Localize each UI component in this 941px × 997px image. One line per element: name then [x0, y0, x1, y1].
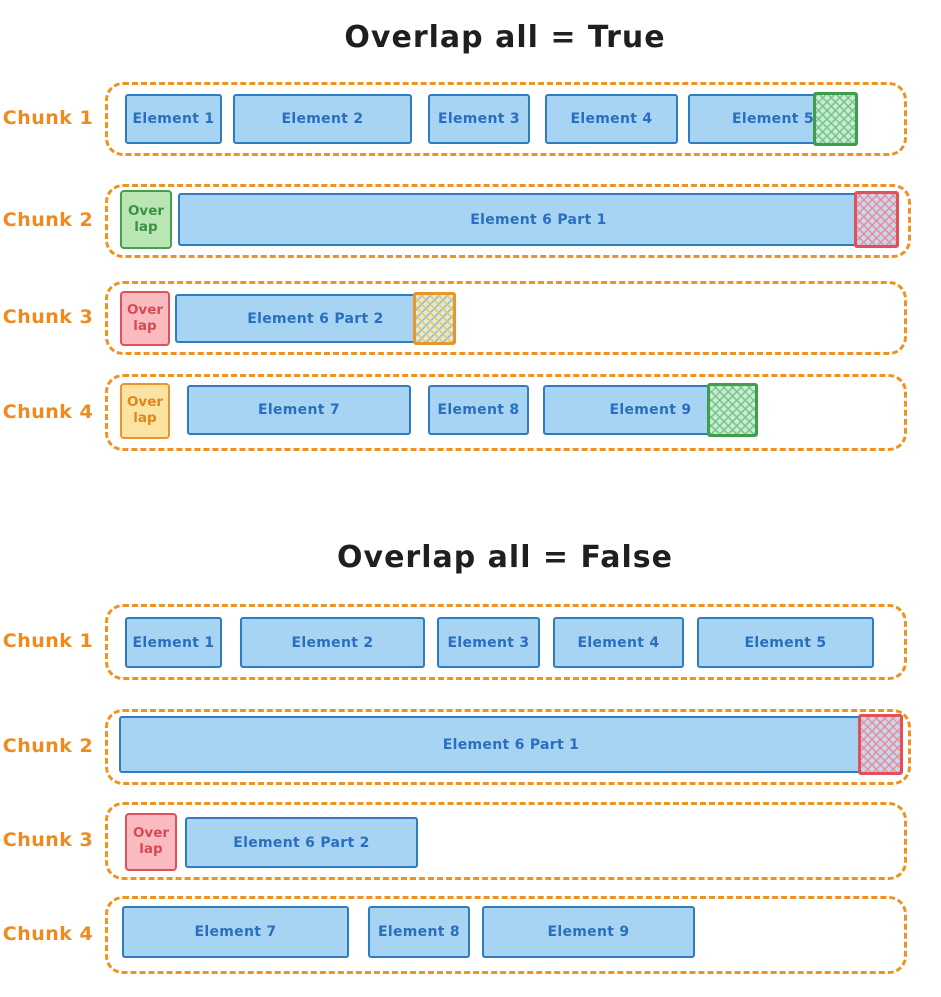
- chunk-box-true-2: [105, 184, 911, 258]
- overlap-hatch-orange: [413, 292, 456, 345]
- element-box: Element 1: [125, 617, 222, 668]
- section-title-overlap-true: Overlap all = True: [344, 20, 666, 55]
- element-label: Element 7: [258, 402, 340, 418]
- element-box: Element 6 Part 1: [119, 714, 903, 775]
- element-label: Element 2: [281, 111, 364, 127]
- element-box: Element 5: [688, 92, 858, 146]
- element-label: Element 4: [577, 634, 660, 651]
- element-label: Element 6 Part 1: [442, 736, 580, 753]
- element-box: Element 2: [233, 94, 412, 144]
- chunk-label-true-4: Chunk 4: [2, 400, 94, 423]
- element-label: Element 3: [438, 111, 520, 127]
- element-label: Element 5: [732, 111, 814, 127]
- element-box: Element 6 Part 1: [178, 191, 899, 248]
- element-box: Element 8: [428, 385, 529, 435]
- element-box: Element 2: [240, 617, 425, 668]
- element-box: Element 4: [545, 94, 678, 144]
- overlap-hatch-red: [858, 714, 903, 775]
- chunk-box-false-4: [105, 896, 907, 974]
- element-box: Element 7: [122, 906, 349, 958]
- element-label: Element 1: [132, 634, 215, 651]
- chunk-label-false-2: Chunk 2: [2, 735, 94, 757]
- element-box: Element 7: [187, 385, 411, 435]
- chunk-box-true-3: [105, 281, 907, 355]
- section-title-overlap-false: Overlap all = False: [337, 540, 673, 575]
- element-box: Element 9: [482, 906, 695, 958]
- chunk-label-true-1: Chunk 1: [2, 107, 94, 129]
- chunk-label-false-3: Chunk 3: [2, 829, 94, 851]
- chunk-box-true-1: [105, 82, 907, 156]
- element-label: Element 8: [378, 924, 460, 940]
- chunk-box-true-4: [105, 374, 907, 451]
- chunk-label-false-1: Chunk 1: [2, 630, 94, 652]
- element-label: Element 1: [132, 111, 215, 127]
- element-label: Element 5: [744, 634, 827, 651]
- element-label: Element 4: [570, 111, 653, 127]
- element-box: Element 4: [553, 617, 684, 668]
- element-box: Element 3: [437, 617, 540, 668]
- element-box: Element 9: [543, 383, 758, 437]
- element-label: Element 6 Part 2: [247, 310, 384, 327]
- element-label: Element 9: [547, 924, 630, 940]
- element-box: Element 8: [368, 906, 470, 958]
- overlap-box-red: Over lap: [120, 291, 170, 346]
- chunk-label-true-2: Chunk 2: [2, 209, 94, 231]
- element-label: Element 6 Part 2: [233, 834, 370, 851]
- overlap-hatch-green: [813, 92, 858, 146]
- element-box: Element 6 Part 2: [175, 292, 456, 345]
- element-label: Element 2: [291, 634, 374, 651]
- element-label: Element 3: [447, 634, 530, 651]
- overlap-hatch-red: [854, 191, 899, 248]
- element-label: Element 9: [609, 402, 692, 418]
- chunk-box-false-3: [105, 802, 907, 880]
- element-label: Element 8: [437, 402, 520, 418]
- element-box: Element 5: [697, 617, 874, 668]
- overlap-box-yellow: Over lap: [120, 383, 170, 439]
- element-box: Element 3: [428, 94, 530, 144]
- overlap-box-red: Over lap: [125, 813, 177, 871]
- element-label: Element 6 Part 1: [470, 211, 607, 228]
- chunk-label-false-4: Chunk 4: [2, 923, 94, 945]
- element-label: Element 7: [194, 924, 277, 940]
- element-box: Element 6 Part 2: [185, 817, 418, 868]
- element-box: Element 1: [125, 94, 222, 144]
- chunk-box-false-2: [105, 709, 911, 785]
- chunk-label-true-3: Chunk 3: [2, 306, 94, 328]
- overlap-box-green: Over lap: [120, 190, 172, 249]
- chunk-box-false-1: [105, 604, 907, 680]
- overlap-hatch-green: [707, 383, 758, 437]
